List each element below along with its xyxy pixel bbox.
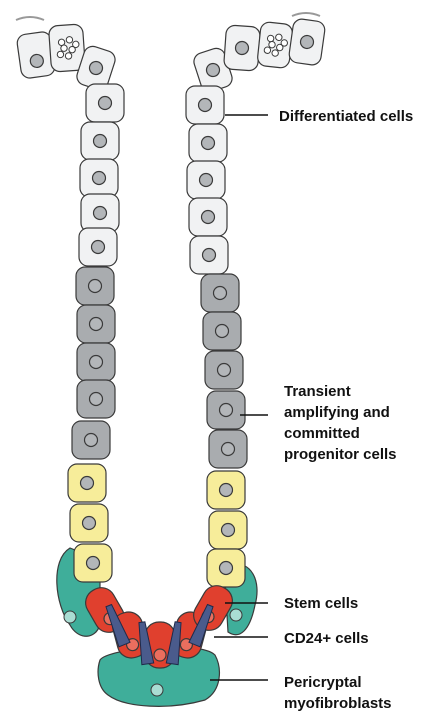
cell-nucleus [199,99,212,112]
cell-nucleus [93,172,106,185]
transient-amplifying-cell [77,343,115,381]
mucin-granule [65,52,72,59]
differentiated-cell [190,236,228,274]
cell-nucleus [94,207,107,220]
progenitor-cell [209,511,247,549]
differentiated-cell [186,86,224,124]
myofibroblast-nucleus [151,684,163,696]
differentiated-cell [81,194,119,232]
cell-nucleus [90,318,103,331]
progenitor-cell [207,471,245,509]
mucin-granule [268,41,275,48]
cell-nucleus [83,517,96,530]
label-pericryptal-myofibroblasts: Pericryptal myofibroblasts [284,672,392,714]
mucin-granule [267,35,274,42]
mucin-granule [57,51,64,58]
goblet-cell [257,21,293,68]
microvilli [292,13,320,16]
myofibroblast-nucleus [230,609,242,621]
cell-nucleus [220,562,233,575]
cell-nucleus [81,477,94,490]
label-stem-cells: Stem cells [284,593,358,614]
label-transient-amplifying-cells: Transient amplifying and committed proge… [284,381,397,465]
cell-nucleus [222,524,235,537]
cell-nucleus [216,325,229,338]
transient-amplifying-cell [209,430,247,468]
differentiated-cell [187,161,225,199]
cell-nucleus [220,404,233,417]
cell-nucleus [235,41,249,55]
cell-nucleus [90,356,103,369]
label-differentiated-cells: Differentiated cells [279,106,413,127]
label-cd24-cells: CD24+ cells [284,628,369,649]
differentiated-cell [80,159,118,197]
transient-amplifying-cell [205,351,243,389]
myofibroblast-nucleus [64,611,76,623]
progenitor-cell [70,504,108,542]
transient-amplifying-cell [77,380,115,418]
cell-nucleus [92,241,105,254]
cell-nucleus [203,249,216,262]
cell-nucleus [85,434,98,447]
cell-nucleus [90,393,103,406]
differentiated-cell [81,122,119,160]
cell-nucleus [154,649,166,661]
transient-amplifying-cell [203,312,241,350]
differentiated-cell [224,25,261,71]
progenitor-cell [207,549,245,587]
cell-nucleus [99,97,112,110]
progenitor-cell [68,464,106,502]
differentiated-cell [86,84,124,122]
mucin-granule [66,36,73,43]
transient-amplifying-cell [207,391,245,429]
mucin-granule [276,44,283,51]
differentiated-cell [288,18,326,66]
cell-nucleus [218,364,231,377]
cell-nucleus [89,280,102,293]
mucin-granule [69,46,76,53]
mucin-granule [272,50,279,57]
transient-amplifying-cell [72,421,110,459]
cell-nucleus [202,211,215,224]
transient-amplifying-cell [201,274,239,312]
cell-nucleus [214,287,227,300]
mucin-granule [275,34,282,41]
cell-nucleus [200,174,213,187]
transient-amplifying-cell [77,305,115,343]
progenitor-cell [74,544,112,582]
cell-nucleus [222,443,235,456]
differentiated-cell [189,124,227,162]
cell-nucleus [202,137,215,150]
microvilli [16,17,44,20]
cell-nucleus [94,135,107,148]
mucin-granule [264,47,271,54]
differentiated-cell [79,228,117,266]
transient-amplifying-cell [76,267,114,305]
cell-nucleus [87,557,100,570]
mucin-granule [61,45,68,52]
cell-nucleus [220,484,233,497]
differentiated-cell [189,198,227,236]
